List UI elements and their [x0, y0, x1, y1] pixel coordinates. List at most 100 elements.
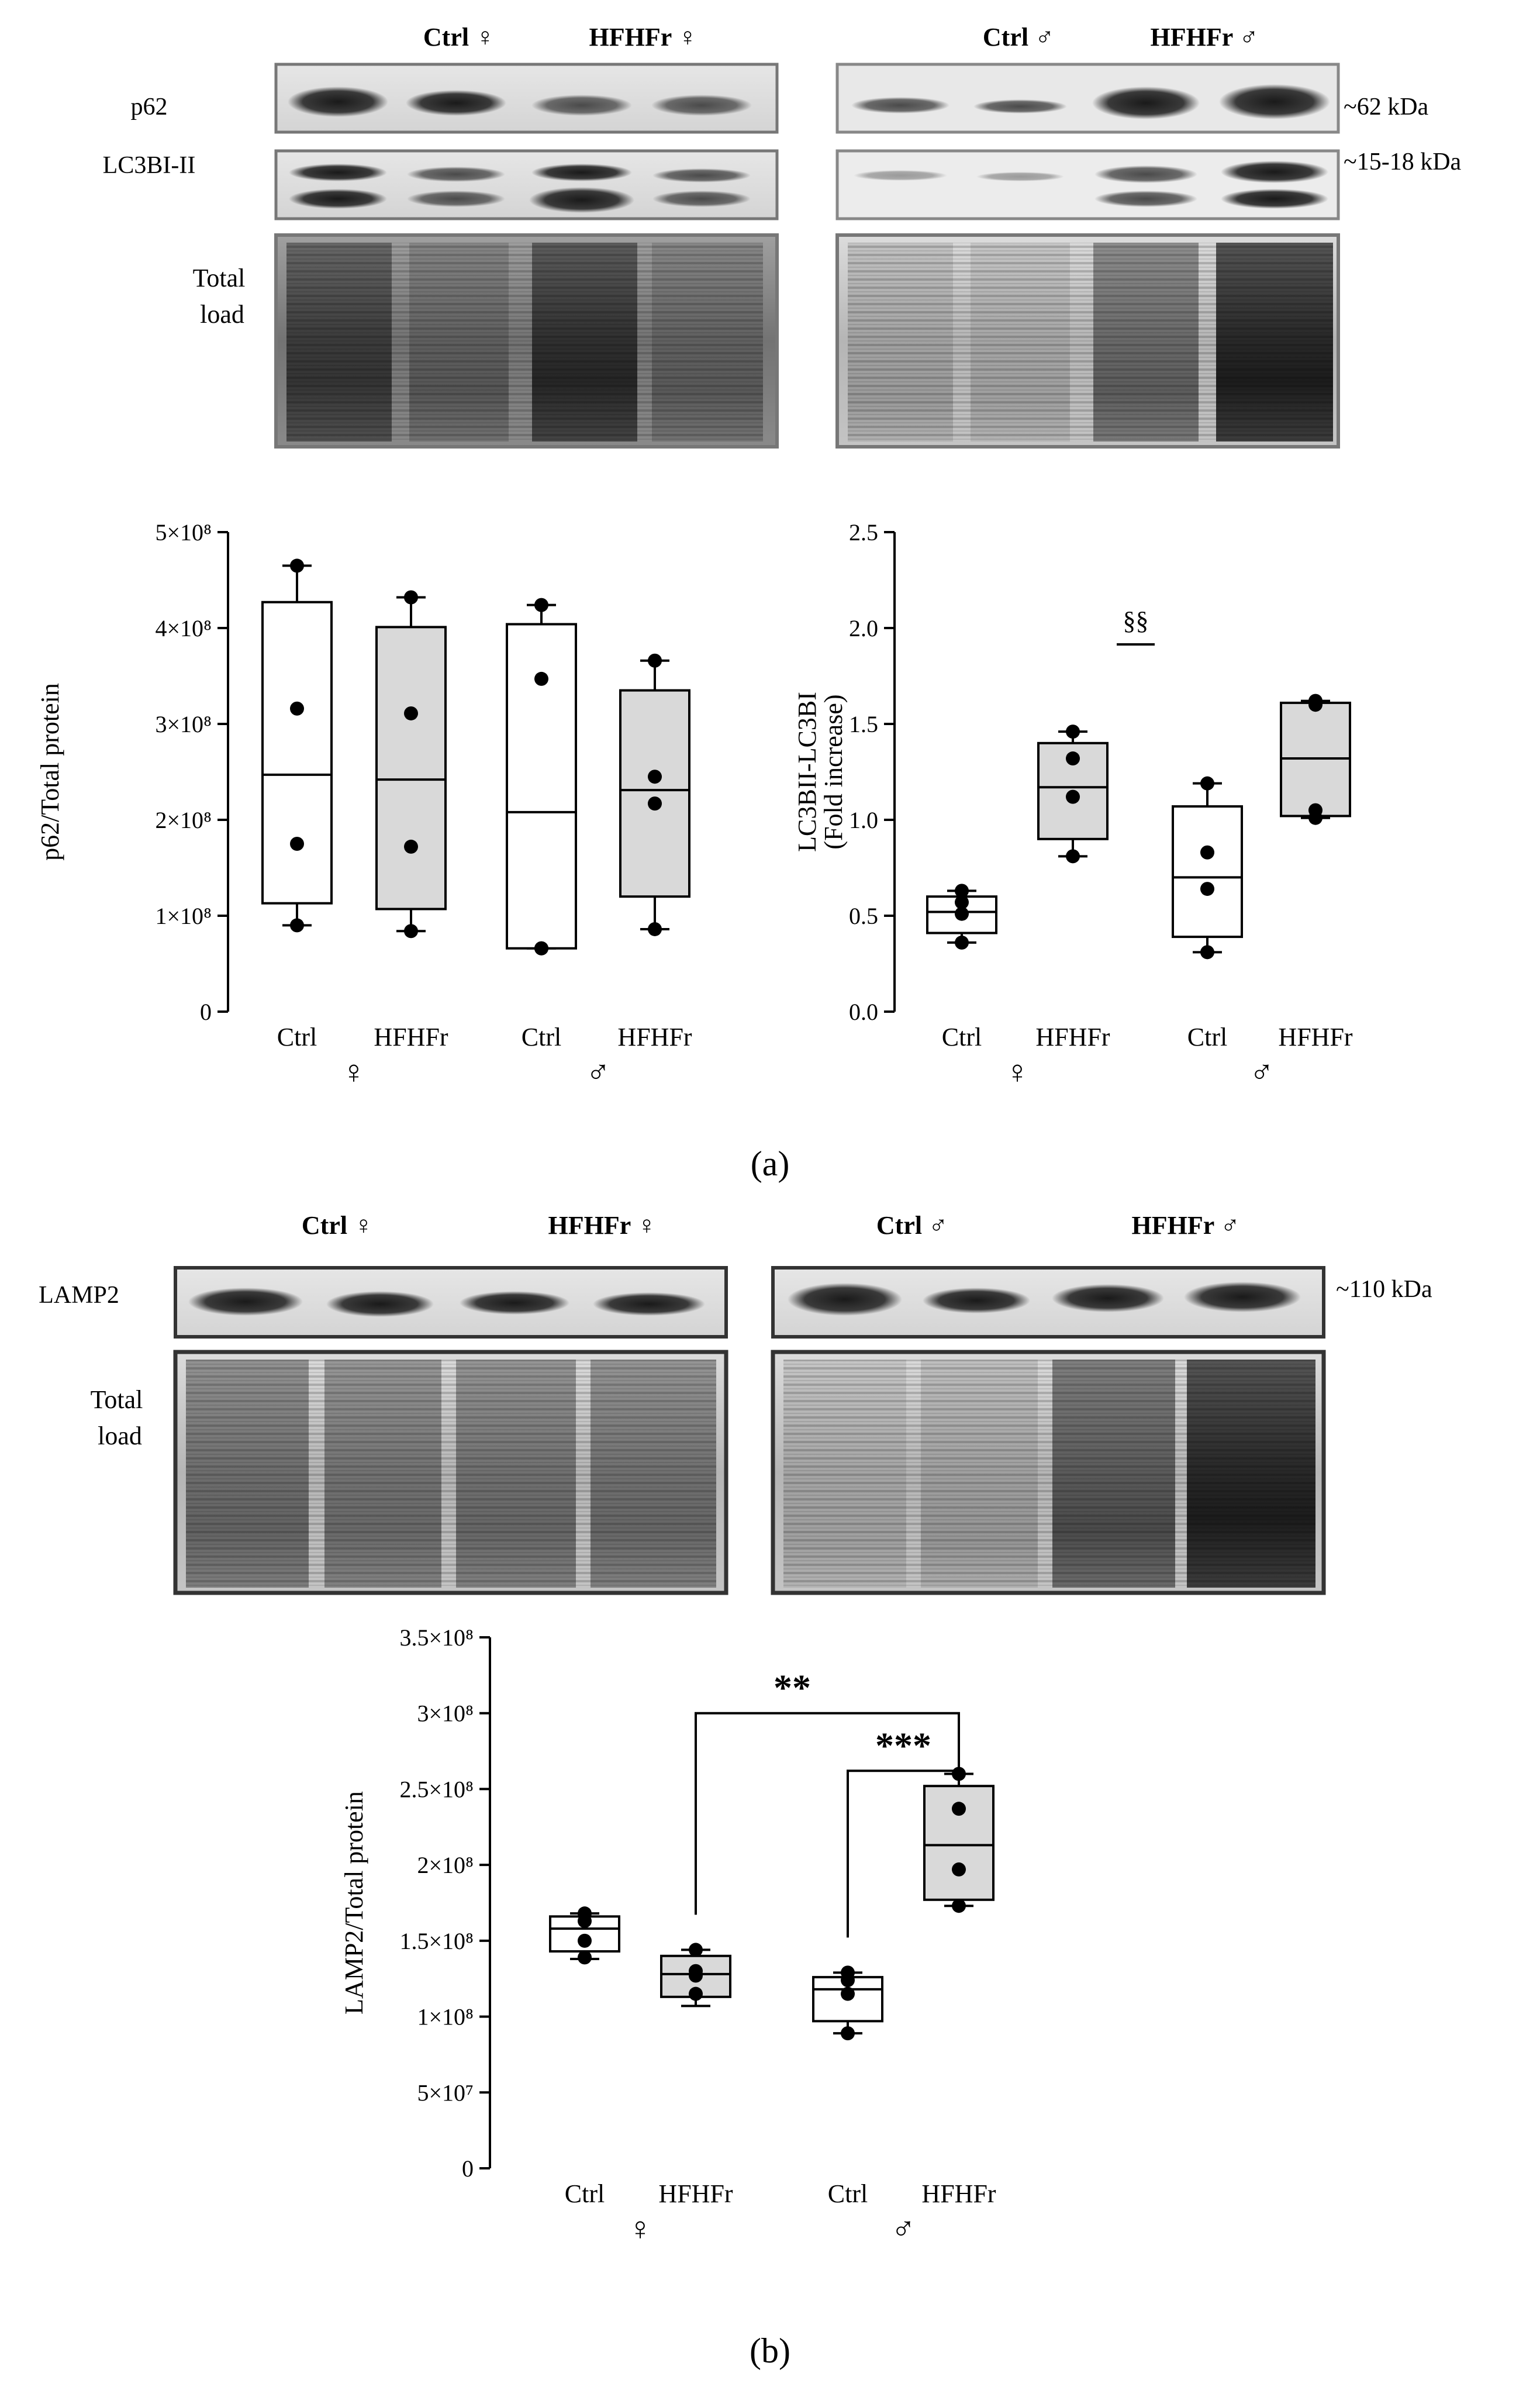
- marker-15-18kda: ~15-18 kDa: [1344, 149, 1462, 175]
- total-load-line-1: Total: [193, 264, 246, 292]
- blot-row-label-total-load: Total load: [193, 264, 252, 329]
- data-point: [1066, 789, 1080, 804]
- y-tick-label: 5×10⁷: [417, 2079, 474, 2106]
- data-point: [689, 1968, 703, 1983]
- data-point: [578, 1914, 592, 1929]
- data-point: [290, 701, 304, 716]
- blot-a-male: Ctrl ♂ HFHFr ♂ ~62 kDa ~15-18 kDa: [835, 23, 1462, 449]
- data-point: [689, 1986, 703, 2001]
- data-point: [689, 1943, 703, 1957]
- data-point: [952, 1862, 966, 1877]
- y-tick-label: 3.5×10⁸: [399, 1624, 474, 1651]
- blot-row-label-lc3b: LC3BI-II: [103, 152, 196, 179]
- total-load-b-line-1: Total: [91, 1385, 143, 1414]
- chart-lamp2: 05×10⁷1×10⁸1.5×10⁸2×10⁸2.5×10⁸3×10⁸3.5×1…: [340, 1624, 996, 2247]
- x-category-label: Ctrl: [942, 1023, 982, 1051]
- y-tick-label: 0.0: [849, 999, 878, 1025]
- blot-b-female: Ctrl ♀ HFHFr ♀ LAMP2 Total load: [39, 1211, 728, 1595]
- data-point: [648, 796, 662, 811]
- data-point: [290, 558, 304, 573]
- y-axis-label: LC3BII-LC3BI: [793, 692, 821, 852]
- data-point: [404, 924, 418, 939]
- data-point: [290, 918, 304, 933]
- y-tick-label: 3×10⁸: [417, 1700, 474, 1727]
- x-sex-label: ♀: [341, 1054, 366, 1091]
- x-category-label: Ctrl: [1187, 1023, 1227, 1051]
- data-point: [955, 884, 969, 898]
- blot-a-female-header-ctrl: Ctrl ♀: [423, 23, 495, 51]
- x-category-label: HFHFr: [1278, 1023, 1352, 1051]
- data-point: [1200, 945, 1214, 960]
- x-category-label: Ctrl: [522, 1023, 561, 1051]
- y-tick-label: 0.5: [849, 903, 878, 929]
- blot-b-female-header-ctrl: Ctrl ♀: [302, 1211, 373, 1240]
- x-sex-label: ♂: [1249, 1054, 1274, 1091]
- data-point: [1200, 882, 1214, 896]
- y-tick-label: 1.0: [849, 807, 878, 833]
- strip-lc3-female: [274, 149, 779, 220]
- x-category-label: Ctrl: [277, 1023, 317, 1051]
- blot-a-male-header-ctrl: Ctrl ♂: [983, 23, 1054, 51]
- y-tick-label: 0: [200, 999, 212, 1025]
- data-point: [290, 837, 304, 851]
- data-point: [1066, 849, 1080, 864]
- y-tick-label: 1×10⁸: [155, 903, 212, 929]
- data-point: [578, 1933, 592, 1948]
- band-p62-f3: [531, 95, 632, 116]
- x-category-label: HFHFr: [617, 1023, 692, 1051]
- blot-row-label-p62: p62: [131, 94, 168, 120]
- band-p62-f2: [406, 90, 506, 116]
- data-point: [1066, 751, 1080, 766]
- y-tick-label: 3×10⁸: [155, 711, 212, 737]
- data-point: [404, 590, 418, 605]
- total-load-line-2: load: [200, 300, 244, 329]
- blot-b-male: Ctrl ♂ HFHFr ♂ ~110 kDa: [771, 1211, 1432, 1595]
- y-tick-label: 2.5×10⁸: [399, 1776, 474, 1802]
- total-load-b-line-2: load: [98, 1422, 142, 1450]
- panel-a-label: (a): [751, 1144, 790, 1183]
- significance-bracket: [847, 1759, 960, 1938]
- data-point: [841, 2026, 855, 2041]
- data-point: [952, 1802, 966, 1816]
- marker-62kda: ~62 kDa: [1344, 94, 1429, 120]
- x-category-label: HFHFr: [921, 2179, 996, 2208]
- x-sex-label: ♂: [891, 2211, 916, 2247]
- band-p62-f1: [288, 87, 388, 117]
- data-point: [955, 895, 969, 910]
- data-point: [1308, 810, 1323, 825]
- y-tick-label: 1.5×10⁸: [399, 1928, 474, 1954]
- blot-b-female-header-hfhfr: HFHFr ♀: [548, 1211, 657, 1240]
- data-point: [1200, 845, 1214, 860]
- y-tick-label: 1.5: [849, 711, 878, 737]
- x-category-label: HFHFr: [658, 2179, 733, 2208]
- blot-row-label-total-load-b: Total load: [91, 1385, 150, 1450]
- significance-label: **: [774, 1667, 811, 1709]
- data-point: [534, 941, 548, 956]
- significance-label: §§: [1123, 606, 1149, 635]
- y-axis-label: (Fold increase): [819, 694, 848, 849]
- y-tick-label: 4×10⁸: [155, 615, 212, 641]
- data-point: [955, 906, 969, 921]
- data-point: [841, 1986, 855, 2001]
- x-sex-label: ♀: [1005, 1054, 1030, 1091]
- data-point: [1308, 698, 1323, 712]
- data-point: [1200, 776, 1214, 791]
- y-tick-label: 1×10⁸: [417, 2004, 474, 2030]
- data-point: [404, 839, 418, 854]
- blot-b-male-header-hfhfr: HFHFr ♂: [1132, 1211, 1240, 1240]
- data-point: [841, 1973, 855, 1988]
- data-point: [955, 935, 969, 950]
- panel-b-label: (b): [750, 2331, 790, 2370]
- data-point: [648, 770, 662, 784]
- blot-a-female: Ctrl ♀ HFHFr ♀ p62 LC3BI-II Total load: [103, 23, 779, 449]
- blot-a-male-header-hfhfr: HFHFr ♂: [1151, 23, 1259, 51]
- data-point: [648, 653, 662, 668]
- y-tick-label: 2×10⁸: [417, 1852, 474, 1878]
- y-tick-label: 2.0: [849, 615, 878, 641]
- x-sex-label: ♂: [586, 1054, 610, 1091]
- blot-a-female-header-hfhfr: HFHFr ♀: [589, 23, 698, 51]
- y-tick-label: 5×10⁸: [155, 519, 212, 546]
- marker-110kda: ~110 kDa: [1336, 1276, 1432, 1303]
- box: [1172, 805, 1243, 939]
